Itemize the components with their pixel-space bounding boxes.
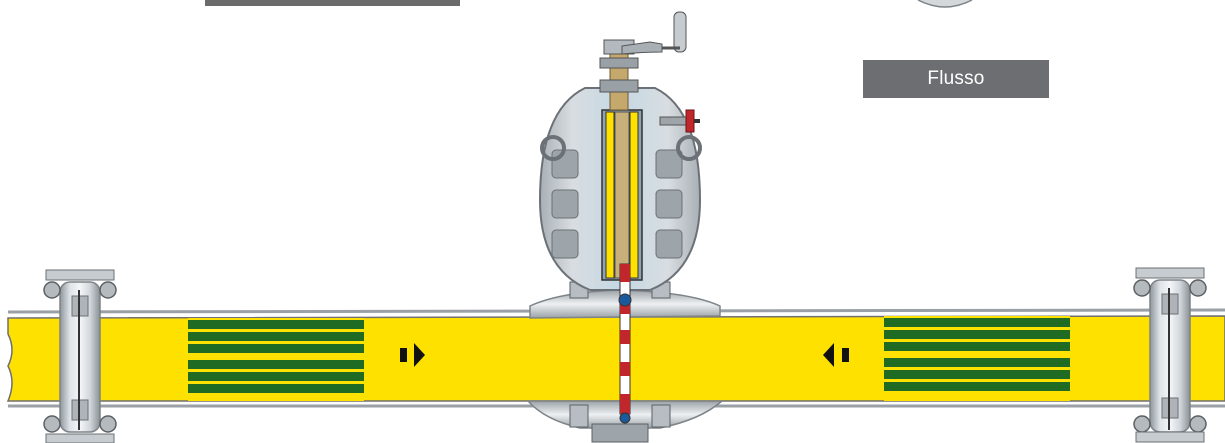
- flange-right: [1133, 267, 1207, 443]
- arrow-left-icon: [823, 343, 849, 367]
- top-tab-bar: [205, 0, 460, 6]
- orifice-plate: [618, 263, 632, 424]
- flow-label: Flusso: [863, 60, 1049, 98]
- flange-left: [43, 269, 117, 443]
- flow-straightener-left: [188, 318, 364, 401]
- arrow-right-icon: [400, 343, 425, 367]
- operating-crank: [599, 11, 687, 111]
- flow-straightener-right: [884, 316, 1070, 401]
- cropped-gauge-shape: [917, 0, 973, 8]
- fitting-lower-body: [526, 281, 725, 443]
- bleed-valve: [659, 109, 700, 133]
- fitting-upper-chamber: [538, 87, 702, 291]
